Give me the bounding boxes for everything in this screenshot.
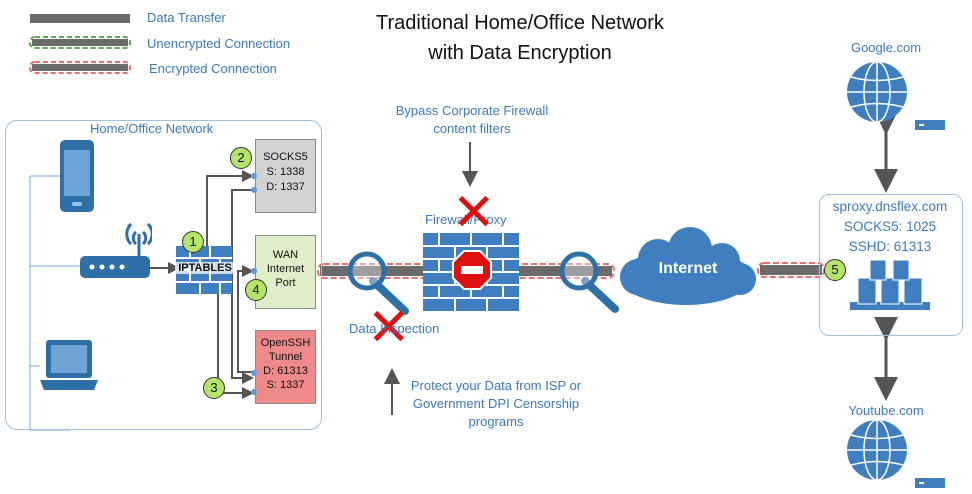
blocked-firewall-x-icon: ✕ [452,184,496,242]
legend-encrypted: Encrypted Connection [149,61,277,76]
step-2-badge: 2 [230,147,252,169]
diagram-title: Traditional Home/Office Network with Dat… [270,8,770,68]
legend-data-transfer: Data Transfer [147,10,226,25]
dpi-annotation-line2: Government DPI Censorship [412,396,580,411]
home-network-label: Home/Office Network [90,121,214,136]
laptop-icon [40,340,98,390]
google-globe-icon [847,61,945,130]
step-1-badge: 1 [182,231,204,253]
socks5-dest-port: D: 1337 [266,181,305,193]
router-icon [80,222,152,278]
dpi-annotation: Protect your Data from ISP or Government… [396,378,596,429]
google-label: Google.com [850,40,922,55]
firewall-annotation-line2: content filters [433,121,511,136]
socks5-title: SOCKS5 [263,151,308,163]
title-line1: Traditional Home/Office Network [376,12,664,34]
server-sshd-port: SSHD: 61313 [848,239,932,254]
iptables-label: IPTABLES [175,262,235,274]
youtube-label: Youtube.com [848,403,924,418]
socks5-port-d-dot [251,187,257,193]
openssh-line2: Tunnel [268,351,303,363]
blocked-dpi-x-icon: ✕ [367,299,411,357]
proxy-server-box [819,194,963,336]
wan-port-dot [251,268,257,274]
dpi-annotation-line1: Protect your Data from ISP or [410,378,582,393]
dpi-annotation-line3: programs [468,414,524,429]
legend-unencrypted: Unencrypted Connection [147,36,291,51]
internet-cloud-icon [620,227,756,305]
firewall-annotation: Bypass Corporate Firewall content filter… [385,103,559,136]
openssh-port-s-dot [251,389,257,395]
stop-sign-icon [452,250,492,290]
magnifier-right-icon [559,251,619,313]
step-5-badge: 5 [824,259,846,281]
server-cluster-icon [850,259,930,310]
firewall-label: Firewall/Proxy [425,212,507,227]
wan-line3: Port [275,277,296,289]
firewall-annotation-line1: Bypass Corporate Firewall [395,103,549,118]
wan-box: WAN Internet Port [255,235,316,309]
openssh-port-d-dot [251,370,257,376]
server-host: sproxy.dnsflex.com [832,199,948,214]
openssh-box: OpenSSH Tunnel D: 61313 S: 1337 [255,330,316,404]
smartphone-icon [60,140,94,212]
data-inspection-label: Data Inspection [349,321,440,336]
server-socks5-port: SOCKS5: 1025 [843,219,937,234]
openssh-source-port: S: 1337 [266,379,305,391]
openssh-dest-port: D: 61313 [263,365,308,377]
title-line2: with Data Encryption [428,42,612,64]
openssh-line1: OpenSSH [260,337,311,349]
internet-label: Internet [658,260,718,277]
wan-line1: WAN [272,249,299,261]
wan-line2: Internet [266,263,305,275]
socks5-port-s-dot [251,173,257,179]
socks5-source-port: S: 1338 [266,166,305,178]
magnifier-left-icon [347,251,409,315]
step-4-badge: 4 [245,279,267,301]
home-network-box [5,120,322,430]
youtube-globe-icon [847,419,945,488]
socks5-box: SOCKS5 S: 1338 D: 1337 [255,139,316,213]
step-3-badge: 3 [203,377,225,399]
